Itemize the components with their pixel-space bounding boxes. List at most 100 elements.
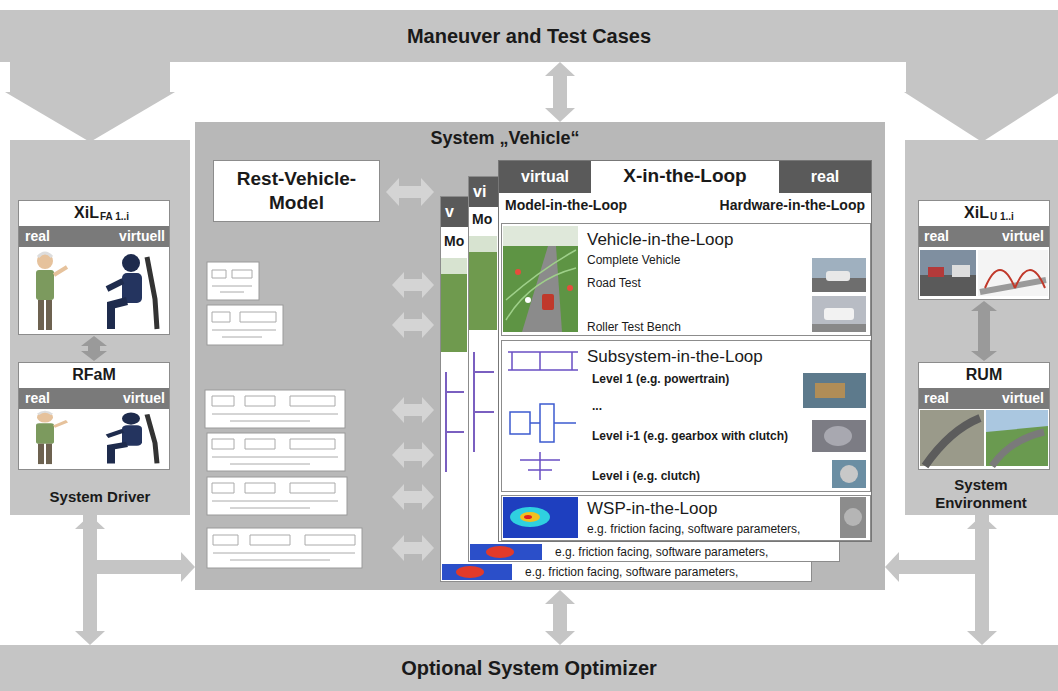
mode-label: real bbox=[924, 390, 980, 407]
arrow-head bbox=[181, 552, 195, 582]
panel-title: System Driver bbox=[10, 488, 190, 506]
mode-label: virtuel bbox=[979, 390, 1044, 407]
cone bbox=[567, 285, 573, 291]
stack-card: virtualX-in-the-LooprealModel-in-the-Loo… bbox=[498, 160, 872, 542]
text-slot: RUM bbox=[919, 365, 1049, 387]
subscript: U 1..i bbox=[990, 211, 1044, 223]
thermal-spot bbox=[456, 566, 484, 578]
roller-bench-floor bbox=[812, 324, 866, 332]
simulation-track bbox=[506, 250, 576, 320]
text-slot: virtuel bbox=[93, 390, 165, 408]
double-arrow bbox=[392, 442, 434, 468]
arrow-body bbox=[898, 515, 982, 567]
loop-section: Vehicle-in-the-LoopComplete VehicleRoad … bbox=[501, 223, 871, 336]
side-panel: System EnvironmentXiLU 1..irealvirtuelRU… bbox=[905, 140, 1058, 515]
arrow-head bbox=[971, 301, 997, 311]
gearbox-part bbox=[824, 426, 852, 446]
arrow-body bbox=[88, 345, 100, 352]
section-item: Roller Test Bench bbox=[587, 320, 787, 334]
simulation-sky bbox=[503, 226, 578, 246]
text-slot: XiL bbox=[57, 203, 99, 225]
back-card-sky bbox=[469, 236, 497, 252]
text-slot: Maneuver and Test Cases bbox=[0, 24, 1058, 50]
section-item: ... bbox=[592, 399, 632, 413]
block-arrow bbox=[386, 178, 434, 206]
text-slot: real bbox=[25, 228, 85, 246]
arrow-body bbox=[90, 515, 182, 567]
arrow-body bbox=[398, 186, 422, 198]
block-arrow bbox=[90, 515, 195, 582]
block-arrow bbox=[967, 515, 997, 645]
powertrain-schematic bbox=[508, 352, 578, 370]
block-arrow bbox=[885, 515, 982, 582]
text-slot: real bbox=[924, 228, 980, 246]
text-slot: real bbox=[25, 390, 85, 408]
text-slot: Rest-Vehicle-Model bbox=[218, 167, 375, 217]
model-diagram bbox=[207, 477, 347, 515]
model-diagram bbox=[207, 262, 259, 300]
arrow-head bbox=[75, 515, 105, 529]
text-slot: virtuel bbox=[979, 228, 1044, 246]
panel-title: System „Vehicle“ bbox=[195, 128, 815, 150]
mode-label: virtuell bbox=[93, 228, 165, 245]
panel-title: System Environment bbox=[921, 476, 1041, 512]
driver-picture bbox=[36, 412, 157, 464]
arrow-head bbox=[421, 178, 434, 206]
xil-box: XiLFA 1..irealvirtuell bbox=[18, 200, 170, 335]
arrow-head bbox=[967, 515, 997, 529]
block-arrow bbox=[5, 62, 175, 142]
back-card-schematic bbox=[474, 352, 494, 452]
section-item: e.g. friction facing, software parameter… bbox=[587, 522, 837, 536]
text-slot: vi bbox=[473, 182, 497, 202]
simulation-car bbox=[542, 294, 554, 310]
model-box: RUM realvirtuel bbox=[918, 362, 1050, 470]
text-slot: e.g. friction facing, software parameter… bbox=[525, 565, 800, 580]
text-slot: Level i-1 (e.g. gearbox with clutch) bbox=[592, 429, 810, 445]
virtual-road bbox=[980, 280, 1046, 292]
arrow-head bbox=[545, 62, 575, 76]
virtual-scene bbox=[978, 250, 1048, 296]
model-diagram bbox=[207, 305, 283, 345]
road-test-photo bbox=[812, 258, 866, 292]
arrow-body bbox=[975, 528, 989, 632]
text-slot: Road Test bbox=[587, 276, 737, 292]
thermal-zone bbox=[524, 515, 532, 519]
driver-picture bbox=[36, 253, 157, 330]
model-diagram bbox=[207, 433, 345, 471]
text-slot: XiL bbox=[947, 203, 989, 225]
text-slot: U 1..i bbox=[990, 211, 1044, 225]
arrow-head bbox=[967, 631, 997, 645]
arrow-head bbox=[545, 590, 575, 604]
arrow-head bbox=[545, 631, 575, 645]
card-subheader: Model-in-the-Loop bbox=[505, 197, 675, 214]
cone bbox=[515, 269, 521, 275]
model-blocks bbox=[212, 439, 338, 464]
gearbox-schematic bbox=[510, 404, 576, 442]
card-subheader: Mo bbox=[444, 233, 470, 250]
side-panel: System DriverXiLFA 1..irealvirtuellRFaMr… bbox=[10, 140, 190, 515]
arrow-body bbox=[906, 62, 1058, 93]
arrow-head bbox=[904, 92, 1058, 142]
road-model-sky bbox=[986, 410, 1048, 466]
text-slot: X-in-the-Loop bbox=[591, 165, 779, 189]
thermal-image bbox=[503, 497, 578, 538]
section-item: Road Test bbox=[587, 276, 737, 290]
text-slot: e.g. friction facing, software parameter… bbox=[587, 522, 837, 537]
text-slot: Mo bbox=[444, 233, 470, 251]
text-slot: WSP-in-the-Loop bbox=[587, 499, 837, 520]
arrow-head bbox=[386, 178, 399, 206]
text-slot: Subsystem-in-the-Loop bbox=[587, 347, 847, 369]
box-title: RUM bbox=[919, 365, 1049, 384]
arrow-head bbox=[81, 351, 107, 361]
back-card-scene bbox=[469, 236, 497, 330]
thermal-zone bbox=[510, 507, 550, 527]
text-slot: e.g. friction facing, software parameter… bbox=[555, 545, 830, 560]
double-arrow bbox=[392, 272, 434, 298]
text-slot: Optional System Optimizer bbox=[0, 656, 1058, 682]
box-title: Rest-Vehicle-Model bbox=[218, 167, 375, 215]
friction-part bbox=[844, 508, 862, 526]
model-box: Rest-Vehicle-Model bbox=[213, 160, 380, 222]
text-slot: Mo bbox=[472, 211, 498, 229]
